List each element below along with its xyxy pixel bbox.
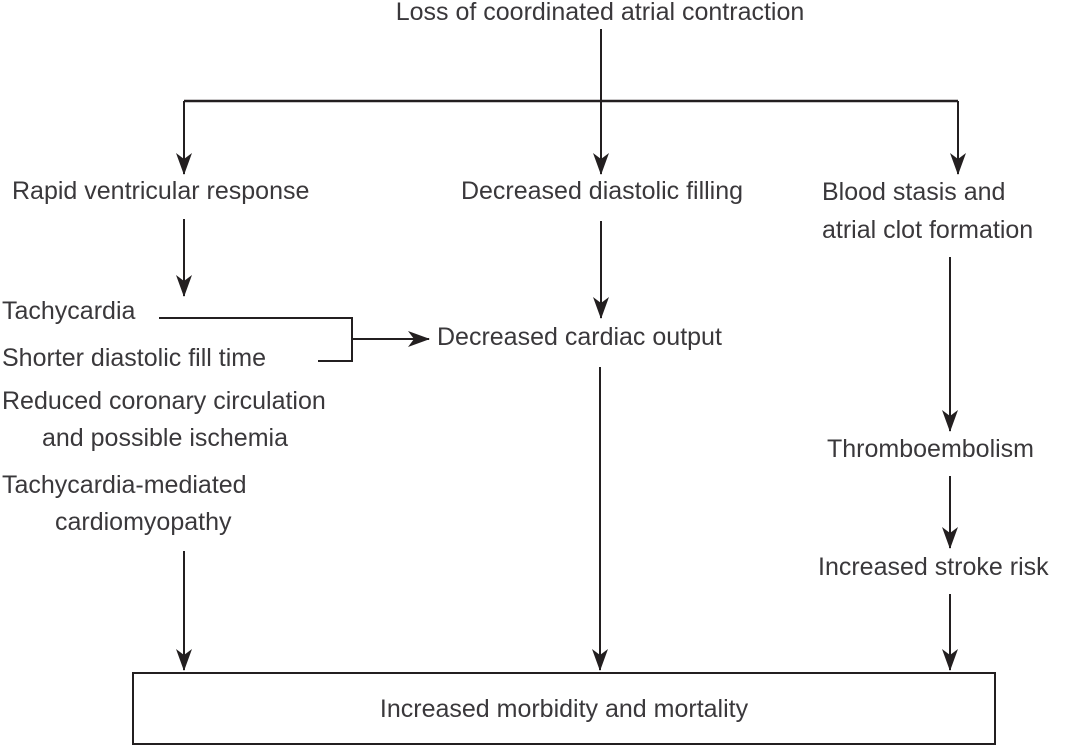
node-outcome: Increased morbidity and mortality <box>379 694 749 723</box>
node-reduced-coronary-circulation: Reduced coronary circulation and possibl… <box>2 383 326 457</box>
node-tachycardia-mediated-line1: Tachycardia-mediated <box>2 471 247 499</box>
node-thromboembolism: Thromboembolism <box>827 435 1035 463</box>
node-reduced-coronary-line1: Reduced coronary circulation <box>2 387 326 415</box>
node-blood-stasis: Blood stasis and atrial clot formation <box>822 173 1033 249</box>
node-shorter-diastolic-fill-time: Shorter diastolic fill time <box>2 344 266 372</box>
node-decreased-cardiac-output: Decreased cardiac output <box>437 323 722 351</box>
node-increased-stroke-risk: Increased stroke risk <box>818 553 1049 581</box>
node-tachycardia-mediated-line2: cardiomyopathy <box>55 508 232 536</box>
node-blood-stasis-line2: atrial clot formation <box>822 216 1034 244</box>
node-blood-stasis-line1: Blood stasis and <box>822 178 1006 206</box>
node-reduced-coronary-line2: and possible ischemia <box>42 424 288 452</box>
node-tachycardia: Tachycardia <box>2 297 136 325</box>
node-decreased-diastolic-filling: Decreased diastolic filling <box>460 177 744 205</box>
outcome-box: Increased morbidity and mortality <box>132 672 996 745</box>
node-tachycardia-mediated-cardiomyopathy: Tachycardia-mediated cardiomyopathy <box>2 467 247 541</box>
node-rapid-ventricular-response: Rapid ventricular response <box>12 177 310 205</box>
node-loss-of-atrial-contraction: Loss of coordinated atrial contraction <box>395 0 805 26</box>
